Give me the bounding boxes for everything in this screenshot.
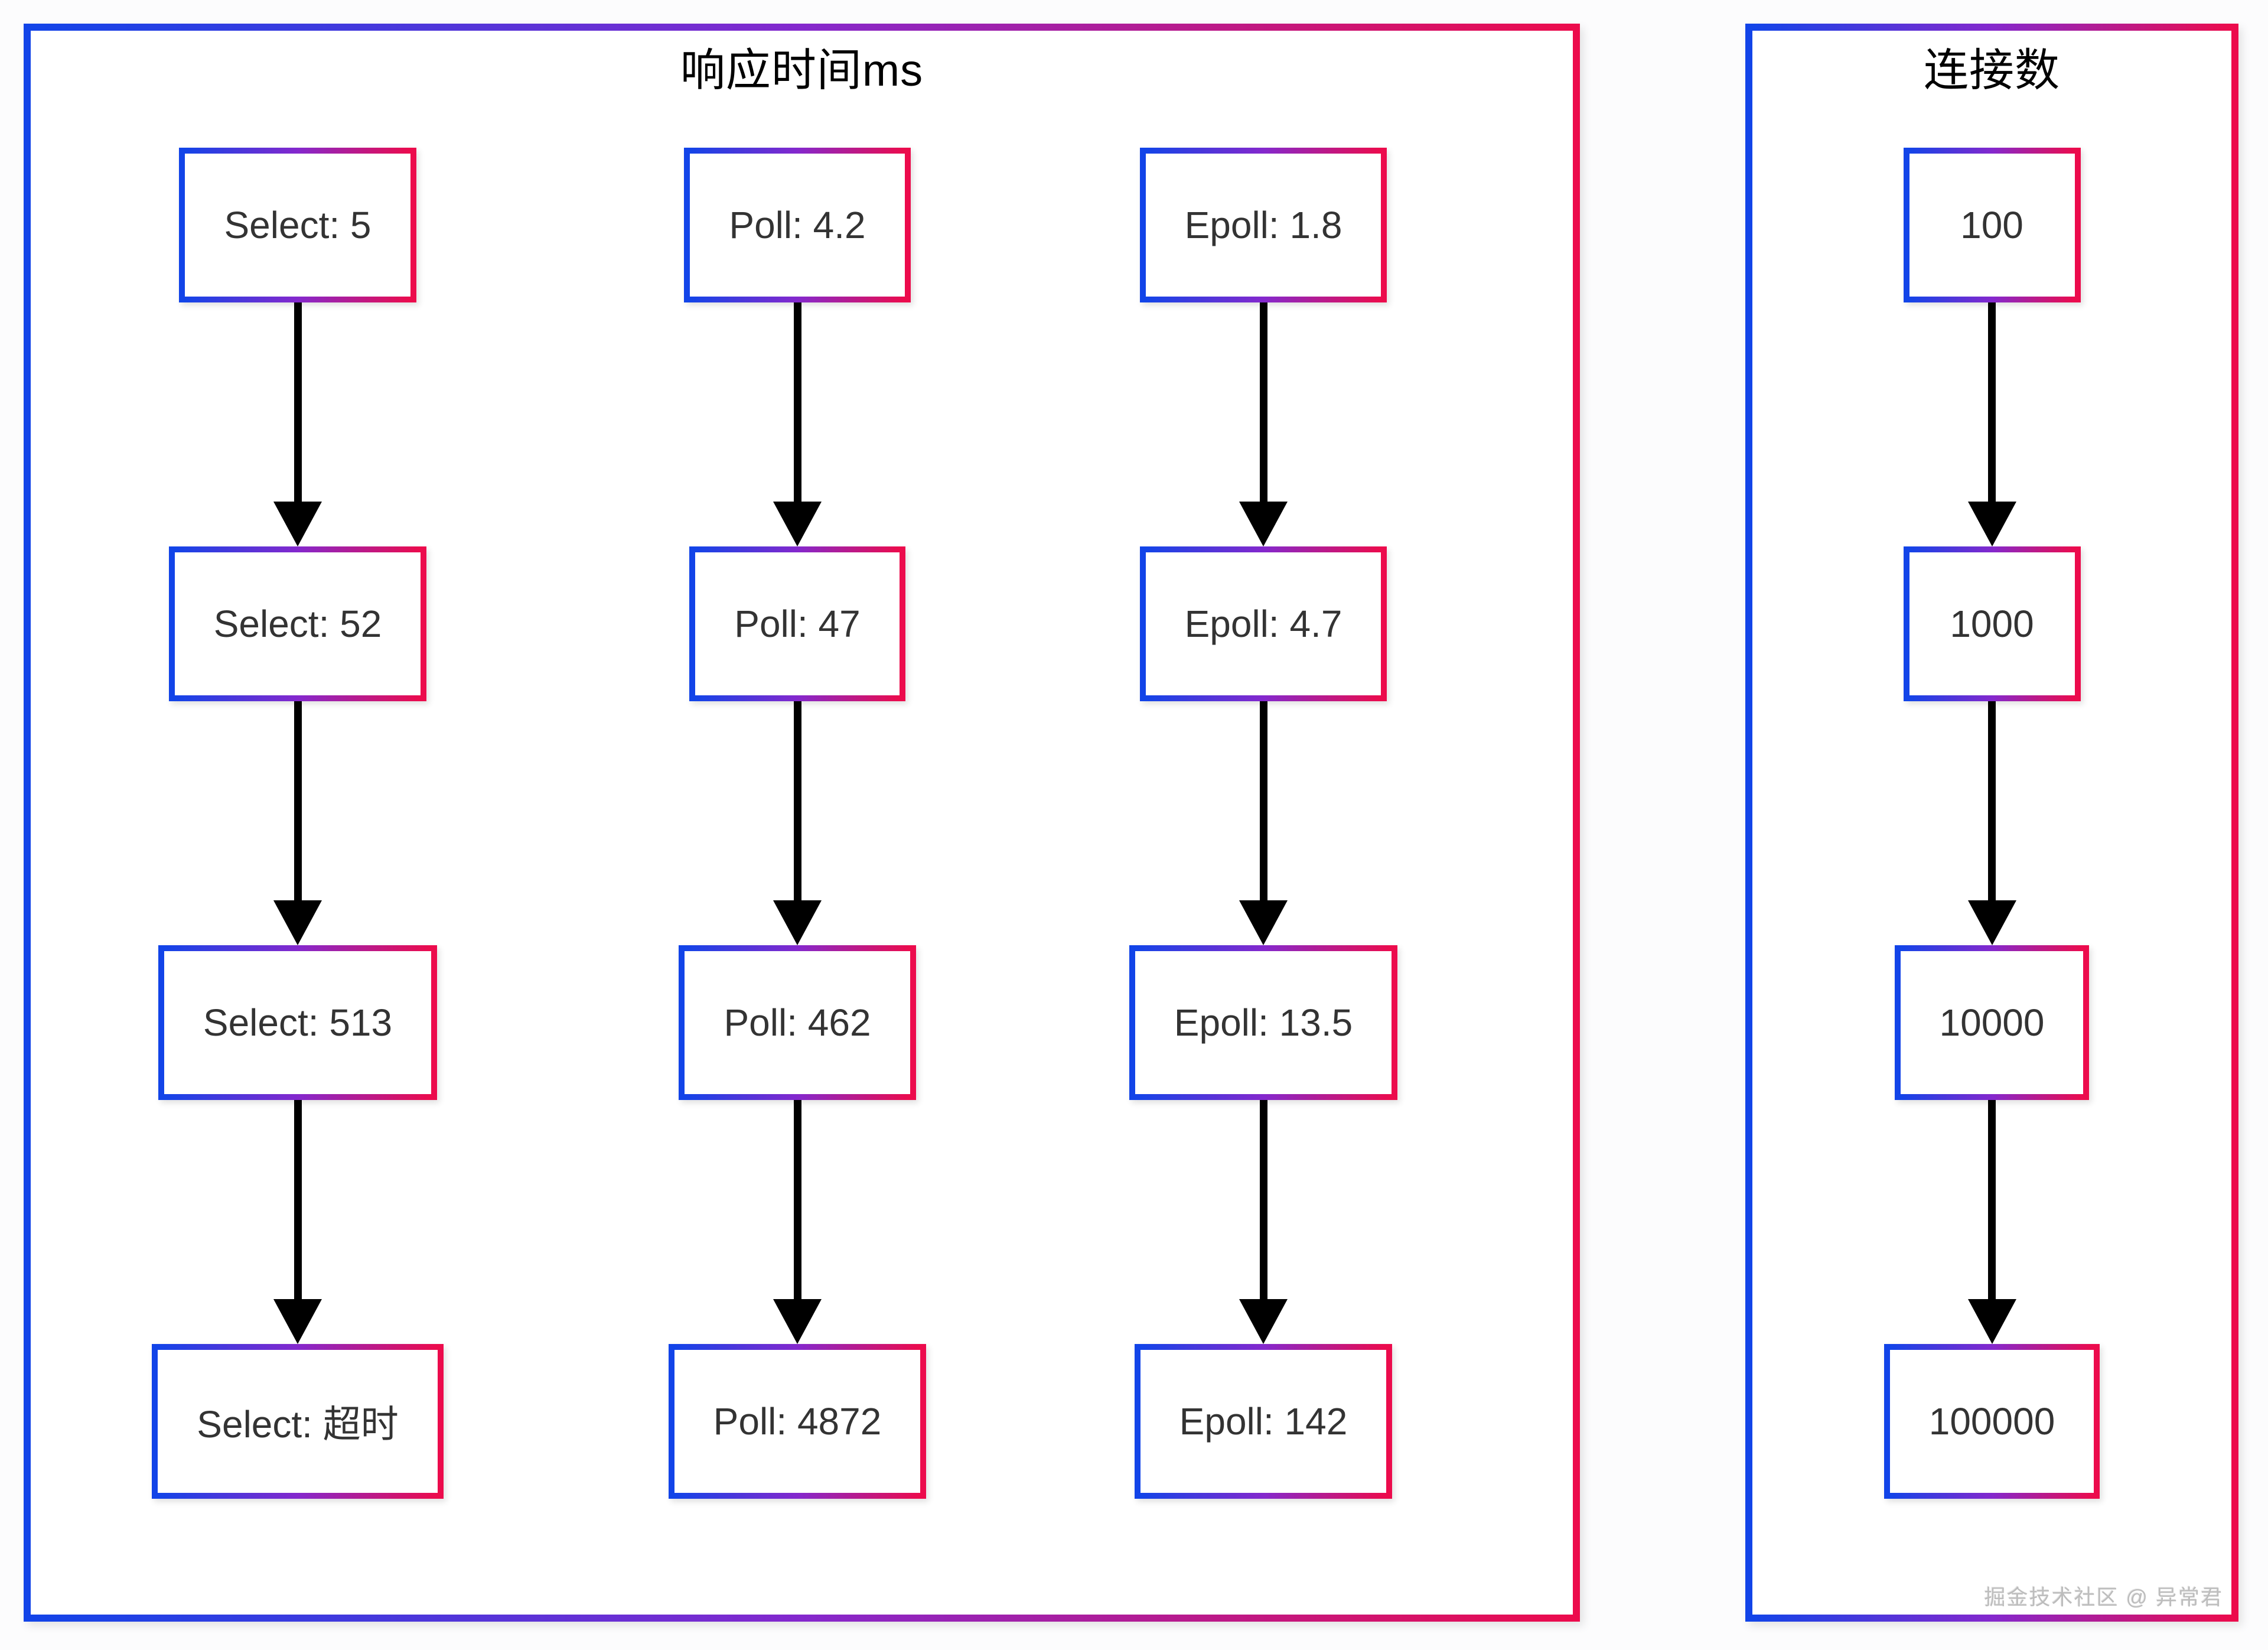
connection-column: 100 1000 10000 100000: [1752, 31, 2231, 1499]
arrow-down-icon: [273, 1100, 322, 1344]
flow-node-select-4: Select: 超时: [152, 1344, 444, 1499]
flow-node-epoll-4: Epoll: 142: [1134, 1344, 1393, 1499]
flow-node-conn-4: 100000: [1884, 1344, 2100, 1499]
poll-column: Poll: 4.2 Poll: 47 Poll: 462 Poll: 4872: [620, 31, 975, 1499]
flow-node-select-3: Select: 513: [158, 945, 438, 1100]
flow-node-conn-3: 10000: [1894, 945, 2090, 1100]
flow-node-poll-4: Poll: 4872: [668, 1344, 927, 1499]
arrow-down-icon: [1239, 1100, 1288, 1344]
flow-node-conn-1: 100: [1903, 148, 2081, 302]
arrow-down-icon: [1239, 701, 1288, 945]
flow-node-select-1: Select: 5: [179, 148, 416, 302]
arrow-down-icon: [773, 701, 822, 945]
flow-node-poll-2: Poll: 47: [689, 546, 905, 701]
arrow-down-icon: [1967, 701, 2016, 945]
arrow-down-icon: [273, 302, 322, 546]
response-time-panel: 响应时间ms Select: 5 Select: 52 Select: 513 …: [24, 24, 1580, 1622]
arrow-down-icon: [1239, 302, 1288, 546]
flow-node-poll-3: Poll: 462: [679, 945, 916, 1100]
response-time-panel-title: 响应时间ms: [680, 45, 924, 96]
arrow-down-icon: [773, 1100, 822, 1344]
watermark: 掘金技术社区 @ 异常君: [1984, 1585, 2223, 1609]
arrow-down-icon: [273, 701, 322, 945]
arrow-down-icon: [1967, 302, 2016, 546]
connection-count-panel-title: 连接数: [1924, 45, 2060, 96]
flow-node-epoll-3: Epoll: 13.5: [1129, 945, 1398, 1100]
connection-count-panel: 连接数 100 1000 10000 100000 掘金技术社区 @ 异常君: [1745, 24, 2238, 1622]
arrow-down-icon: [773, 302, 822, 546]
epoll-column: Epoll: 1.8 Epoll: 4.7 Epoll: 13.5 Epoll:…: [1086, 31, 1441, 1499]
flow-node-conn-2: 1000: [1903, 546, 2081, 701]
flow-node-epoll-1: Epoll: 1.8: [1139, 148, 1387, 302]
arrow-down-icon: [1967, 1100, 2016, 1344]
flow-node-poll-1: Poll: 4.2: [684, 148, 911, 302]
flow-node-select-2: Select: 52: [168, 546, 427, 701]
select-column: Select: 5 Select: 52 Select: 513 Select:…: [120, 31, 475, 1499]
flow-node-epoll-2: Epoll: 4.7: [1139, 546, 1387, 701]
